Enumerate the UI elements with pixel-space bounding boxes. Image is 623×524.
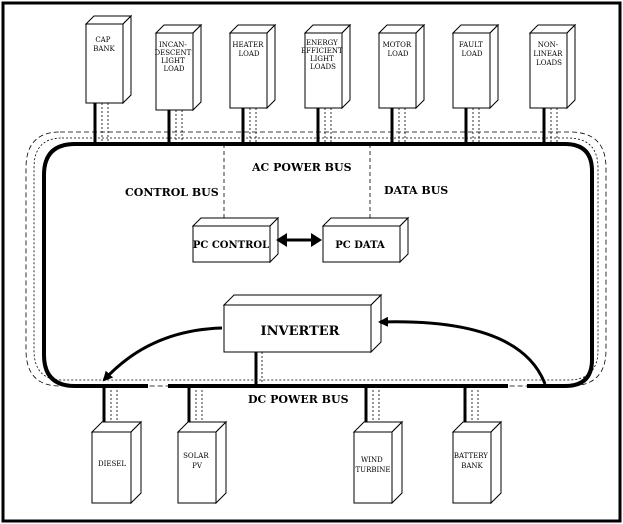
pc-data-label: PC DATA (335, 240, 385, 251)
load-heater-load: HEATER LOAD (228, 23, 277, 110)
cap-bank-label: CAP BANK (93, 36, 115, 53)
pc-data-box: PC DATA (321, 216, 410, 264)
energy-efficient-light-loads-label: ENERGY EFFICIENT LIGHT LOADS (301, 39, 345, 71)
solar-pv-label: SOLAR PV (183, 452, 211, 470)
wind-turbine-label: WIND TURBINE (356, 456, 391, 474)
pc-link-arrow (276, 233, 322, 247)
non-linear-loads-label: NON- LINEAR LOADS (533, 41, 564, 67)
control-bus-label: CONTROL BUS (125, 186, 219, 199)
source-diesel: DIESEL (90, 420, 143, 505)
inverter-box: INVERTER (222, 293, 383, 354)
motor-load-label: MOTOR LOAD (383, 41, 414, 58)
ac-power-bus-label: AC POWER BUS (251, 161, 352, 174)
source-solar-pv: SOLAR PV (176, 420, 228, 505)
arrow-bus-to-inverter (378, 316, 547, 385)
source-wind-turbine: WIND TURBINE (352, 420, 404, 505)
data-bus-loop (33, 137, 599, 381)
data-bus-label: DATA BUS (384, 184, 448, 197)
pc-control-box: PC CONTROL (191, 216, 280, 264)
source-battery-bank: BATTERY BANK (451, 420, 503, 505)
battery-bank-label: BATTERY BANK (454, 452, 490, 470)
fault-load-label: FAULT LOAD (459, 41, 485, 58)
load-cap-bank: CAP BANK (84, 14, 133, 105)
arrow-inverter-to-diesel (102, 326, 223, 382)
load-incandescent-light-load: INCAN- DESCENT LIGHT LOAD (154, 23, 203, 112)
ac-power-bus (42, 142, 594, 388)
load-non-linear-loads: NON- LINEAR LOADS (528, 23, 577, 110)
dc-power-bus-label: DC POWER BUS (248, 393, 349, 406)
heater-load-label: HEATER LOAD (232, 41, 265, 58)
inverter-label: INVERTER (261, 324, 340, 339)
load-motor-load: MOTOR LOAD (377, 23, 426, 110)
diesel-label: DIESEL (98, 460, 126, 468)
incandescent-light-load-label: INCAN- DESCENT LIGHT LOAD (154, 41, 193, 73)
load-energy-efficient-light-loads: ENERGY EFFICIENT LIGHT LOADS (301, 23, 352, 110)
load-fault-load: FAULT LOAD (451, 23, 500, 110)
load-connections (93, 103, 558, 144)
pc-control-label: PC CONTROL (193, 240, 269, 251)
